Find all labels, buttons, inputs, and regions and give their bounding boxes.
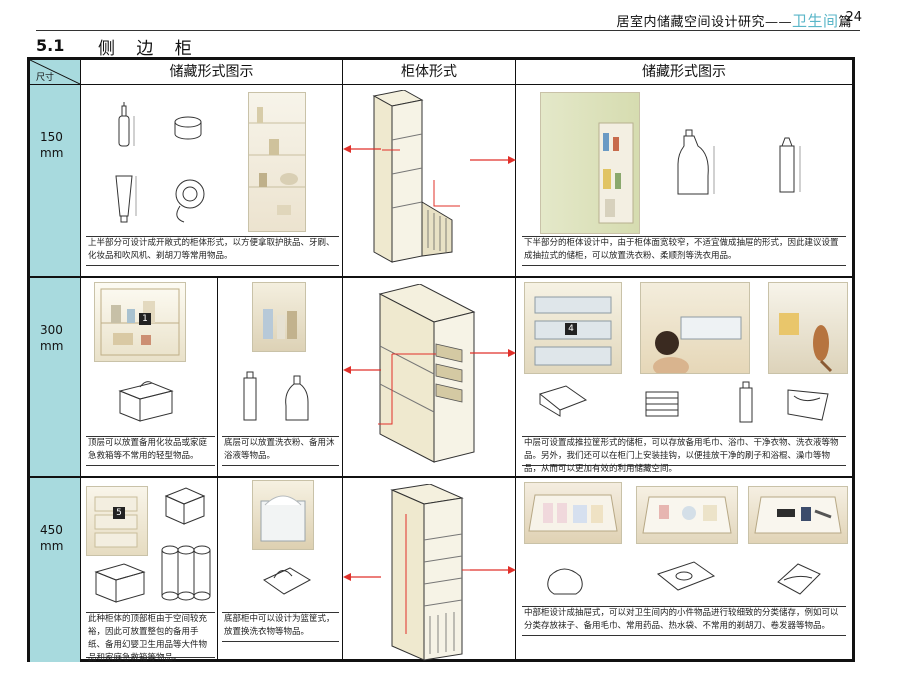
header-suffix: 篇 [838, 15, 852, 30]
drawer-medicine-photo [636, 486, 738, 544]
bottle-sketch [110, 102, 140, 152]
laundry-basket-photo [252, 480, 314, 550]
header-highlight: 卫生间 [791, 12, 839, 30]
basket-drawers-photo: 4 [524, 282, 622, 374]
header-title: 居室内储藏空间设计研究—— [616, 15, 792, 30]
photo-marker: 5 [113, 507, 125, 519]
row-size: 450 [40, 523, 63, 537]
hairdryer-sketch [168, 176, 214, 226]
row-unit: mm [40, 539, 64, 553]
jar-sketch [170, 112, 210, 146]
arrow-left-r3 [343, 572, 383, 582]
arrow-right-r1 [470, 155, 516, 165]
row-header-300: 300 mm [30, 278, 80, 476]
caption-r3-right: 中部柜设计成抽屉式，可以对卫生间内的小件物品进行较细致的分类储存，例如可以分类存… [522, 606, 846, 636]
door-hooks-photo [768, 282, 848, 374]
arrow-right-r3 [470, 565, 516, 575]
grid-line [515, 60, 516, 659]
arrow-right-r2 [470, 348, 516, 358]
grid-line [80, 60, 81, 659]
items-sketch-r2 [530, 378, 846, 428]
row-header-150: 150 mm [30, 85, 80, 276]
grid-line [30, 276, 852, 278]
bottles-sketch-r2 [236, 364, 336, 424]
grid-line [217, 278, 218, 659]
photo-marker: 4 [565, 323, 577, 335]
bottom-cabinet-photo [252, 282, 306, 352]
caption-r1-right: 下半部分的柜体设计中，由于柜体面宽较窄，不适宜做成抽屉的形式，因此建议设置成抽拉… [522, 236, 846, 266]
grid-line [30, 84, 852, 85]
top-cabinet-photo: 1 [94, 282, 186, 362]
tissue-pack-sketch [160, 484, 210, 530]
row-size: 300 [40, 323, 63, 337]
arrow-left-r1 [343, 144, 383, 154]
caption-r3-left-b: 底部柜中可以设计为篮筐式，放置换洗衣物等物品。 [222, 612, 339, 642]
page-number: 24 [845, 10, 862, 25]
row-header-450: 450 mm [30, 478, 80, 662]
detergent-bottle-sketch [670, 126, 720, 206]
items-sketch-r3 [538, 552, 838, 606]
column-header-left: 储藏形式图示 [169, 64, 254, 80]
open-shelf-photo [248, 92, 306, 232]
cabinet-sketch-450 [366, 484, 496, 664]
pullout-basket-person-photo [640, 282, 750, 374]
softener-bottle-sketch [770, 126, 810, 206]
caption-r2-right: 中层可设置成推拉筐形式的储柜，可以存放备用毛巾、浴巾、干净衣物、洗衣液等物品。另… [522, 436, 846, 474]
drawer-tools-photo [748, 486, 848, 544]
top-cabinet-tissue-photo: 5 [86, 486, 148, 556]
pullout-cabinet-photo [540, 92, 640, 234]
row-unit: mm [40, 146, 64, 160]
toilet-rolls-sketch [156, 540, 212, 606]
section-title: 侧 边 柜 [98, 39, 200, 59]
row-unit: mm [40, 339, 64, 353]
cabinet-sketch-150 [360, 90, 500, 274]
tube-sketch [110, 172, 140, 228]
clothes-basket-sketch [256, 554, 316, 604]
firstaid-box-sketch-r3 [90, 558, 150, 606]
caption-r3-left-a: 此种柜体的顶部柜由于空间较充裕，因此可放置整包的备用手纸、备用幻婴卫生用品等大件… [86, 612, 215, 663]
caption-r1-left: 上半部分可设计成开敞式的柜体形式，以方便拿取护肤品、牙刷、化妆品和吹风机、剃胡刀… [86, 236, 339, 266]
firstaid-box-sketch [114, 375, 178, 425]
caption-r2-left-a: 顶层可以放置备用化妆品或家庭急救箱等不常用的轻型物品。 [86, 436, 215, 466]
corner-diagonal [30, 60, 80, 84]
row-size: 150 [40, 130, 63, 144]
arrow-left-r2 [343, 365, 383, 375]
corner-cell: 尺寸 [30, 60, 80, 84]
cabinet-sketch-300 [366, 284, 496, 468]
header-divider [36, 30, 860, 31]
column-header-center: 柜体形式 [401, 64, 457, 80]
grid-line [30, 476, 852, 478]
page-header: 居室内储藏空间设计研究——卫生间篇 [616, 10, 852, 31]
caption-r2-left-b: 底层可以放置洗衣粉、备用沐浴液等物品。 [222, 436, 339, 466]
photo-marker: 1 [139, 313, 151, 325]
corner-label: 尺寸 [36, 73, 55, 83]
drawer-socks-photo [524, 482, 622, 544]
section-number: 5.1 [36, 36, 65, 55]
grid-line [342, 60, 343, 659]
column-header-right: 储藏形式图示 [642, 64, 726, 80]
